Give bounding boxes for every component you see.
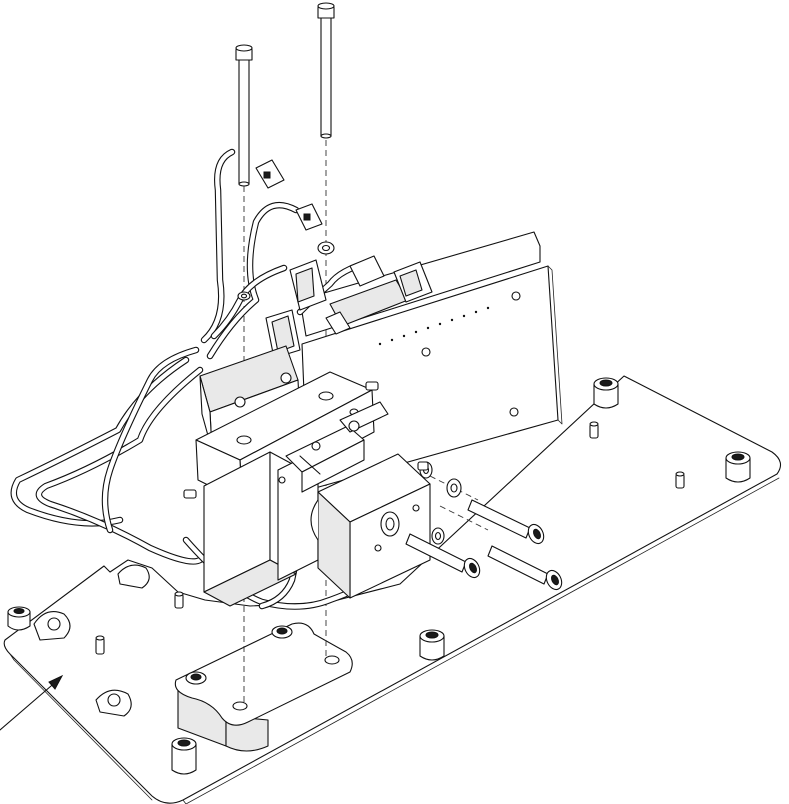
connector-block bbox=[265, 309, 301, 359]
rubber-foot-icon bbox=[7, 606, 31, 631]
lower-bracket bbox=[174, 622, 353, 752]
cable-clip bbox=[95, 689, 132, 717]
socket-head-cap-screw-icon bbox=[317, 2, 335, 139]
connector-block bbox=[393, 261, 433, 303]
flat-washer-icon bbox=[431, 527, 445, 545]
flat-washer-icon bbox=[237, 291, 251, 301]
rubber-foot-icon bbox=[171, 737, 197, 775]
microswitch bbox=[285, 401, 389, 493]
plate-pin bbox=[589, 421, 599, 439]
connector-block bbox=[349, 255, 385, 287]
cable-clip bbox=[117, 564, 150, 589]
cable-clip bbox=[33, 611, 71, 641]
socket-head-cap-screw-icon bbox=[487, 545, 563, 591]
socket-head-cap-screw-icon bbox=[405, 533, 481, 579]
standoff-pin bbox=[365, 381, 379, 391]
plate-pin bbox=[174, 591, 184, 609]
plate-pin bbox=[675, 471, 685, 489]
rubber-foot-icon bbox=[725, 451, 751, 483]
rubber-foot-icon bbox=[419, 629, 445, 661]
u-bracket-frame bbox=[203, 449, 319, 607]
flat-washer-icon bbox=[317, 241, 335, 255]
leader-arrow-icon bbox=[0, 674, 64, 731]
plate-pin bbox=[95, 635, 105, 655]
socket-head-cap-screw-icon bbox=[235, 44, 253, 187]
rubber-foot-icon bbox=[593, 377, 619, 409]
standoff-pin bbox=[183, 489, 197, 499]
pcb-dot-row bbox=[378, 306, 490, 346]
gear-motor bbox=[310, 453, 431, 599]
flat-washer-icon bbox=[446, 478, 462, 498]
connector-plug bbox=[295, 203, 323, 231]
connector-block bbox=[289, 259, 327, 311]
standoff-pin bbox=[417, 461, 429, 471]
socket-head-cap-screw-icon bbox=[467, 499, 545, 545]
connector-plug bbox=[255, 159, 285, 189]
